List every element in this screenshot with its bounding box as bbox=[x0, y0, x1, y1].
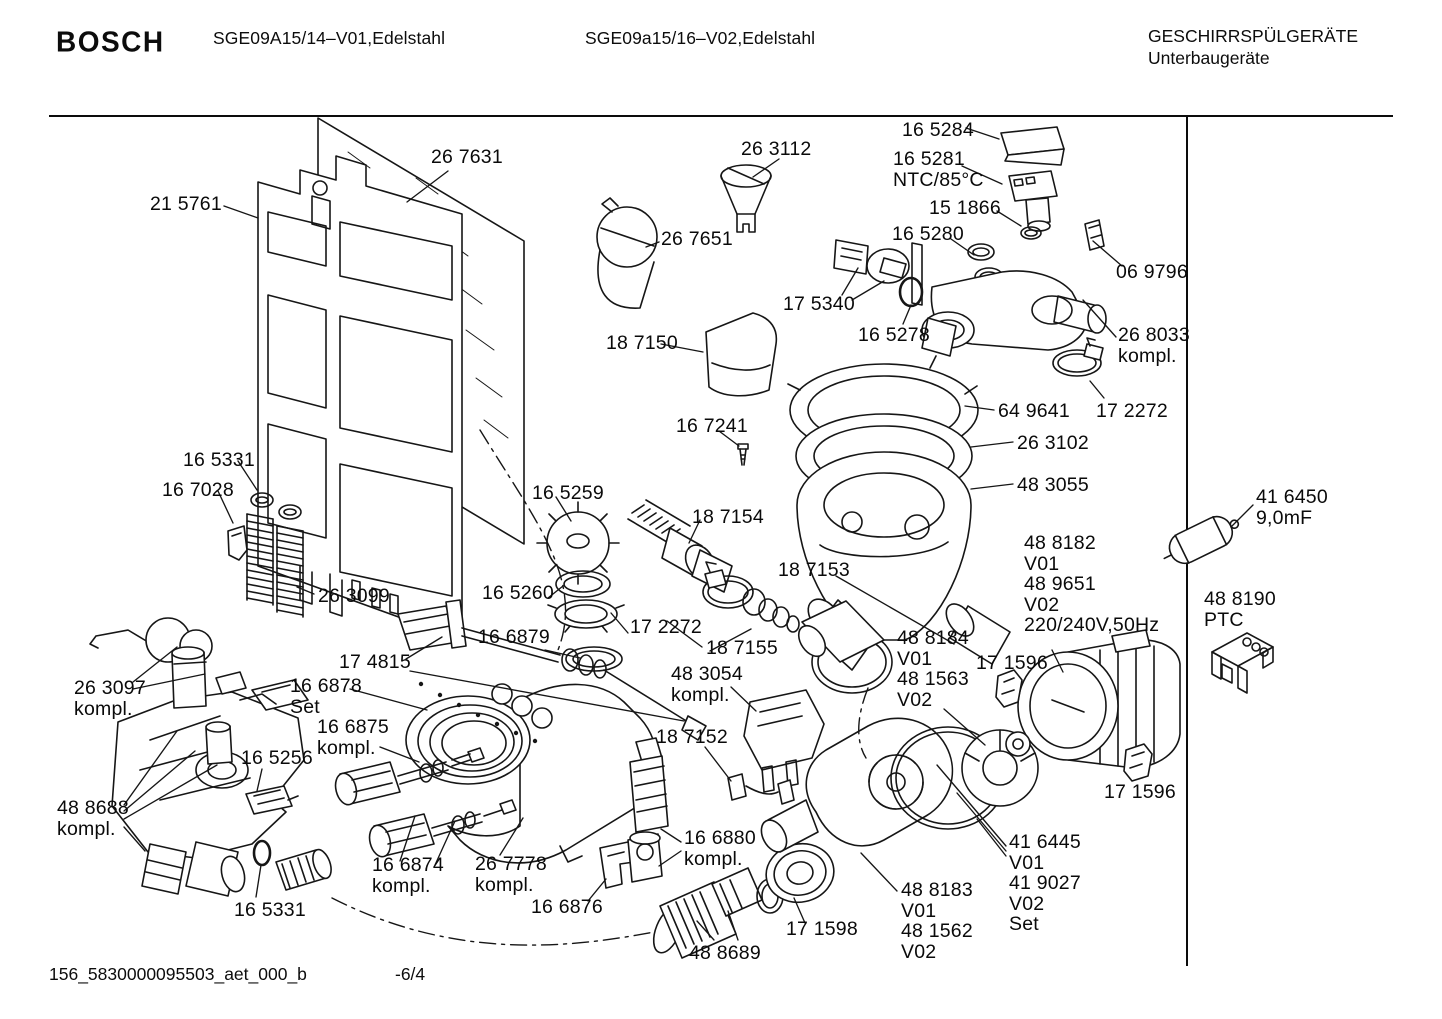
sketch-softener-container bbox=[405, 683, 658, 889]
sketch-salt-funnel-jug bbox=[596, 197, 658, 309]
part-label-18-7155: 18 7155 bbox=[706, 637, 778, 659]
part-label-41-6450: 41 6450 9,0mF bbox=[1256, 486, 1328, 529]
brand-logo: BOSCH bbox=[56, 25, 165, 58]
part-label-48-8190: 48 8190 PTC bbox=[1204, 588, 1276, 631]
sketch-valve-block bbox=[111, 691, 305, 897]
model-variant-left: SGE09A15/14–V01,Edelstahl bbox=[213, 28, 446, 48]
part-label-16-6879: 16 6879 bbox=[478, 626, 550, 648]
part-label-17-2272-left: 17 2272 bbox=[630, 616, 702, 638]
sketch-heater-connector bbox=[727, 689, 825, 805]
part-label-16-7241: 16 7241 bbox=[676, 415, 748, 437]
category-title: GESCHIRRSPÜLGERÄTE Unterbaugeräte bbox=[1148, 26, 1358, 69]
part-label-26-3112: 26 3112 bbox=[741, 138, 812, 160]
sketch-solenoid-valves bbox=[334, 747, 517, 858]
part-label-16-6880: 16 6880 kompl. bbox=[684, 827, 756, 870]
assembly-lines bbox=[331, 429, 869, 946]
part-label-48-8184: 48 8184 V01 48 1563 V02 bbox=[897, 627, 969, 711]
part-label-16-5281: 16 5281 NTC/85°C bbox=[893, 148, 984, 191]
sketch-dosing-cylinders bbox=[627, 737, 669, 883]
document-id: 156_5830000095503_aet_000_b bbox=[49, 964, 307, 984]
page-indicator: -6/4 bbox=[395, 964, 426, 984]
part-label-16-5331-top: 16 5331 bbox=[183, 449, 255, 471]
part-label-26-3102: 26 3102 bbox=[1017, 432, 1089, 454]
part-label-48-3054: 48 3054 kompl. bbox=[671, 663, 743, 706]
sketch-hose-fitting bbox=[627, 499, 885, 663]
part-label-18-7152: 18 7152 bbox=[656, 726, 728, 748]
part-label-16-5280: 16 5280 bbox=[892, 223, 964, 245]
part-label-26-7651: 26 7651 bbox=[661, 228, 733, 250]
leader-lines bbox=[123, 127, 1254, 941]
category-line1: GESCHIRRSPÜLGERÄTE bbox=[1148, 26, 1359, 46]
sketch-ptc-bracket bbox=[1211, 632, 1274, 694]
sketch-fill-system bbox=[89, 617, 332, 891]
header-divider bbox=[49, 115, 1393, 117]
part-label-18-7153: 18 7153 bbox=[778, 559, 850, 581]
part-label-16-5331-bottom: 16 5331 bbox=[234, 899, 306, 921]
part-label-21-5761: 21 5761 bbox=[150, 193, 222, 215]
part-label-16-7028: 16 7028 bbox=[162, 479, 234, 501]
sketch-dosing-drive bbox=[397, 599, 707, 744]
part-label-16-6874: 16 6874 kompl. bbox=[372, 854, 444, 897]
part-label-26-7778: 26 7778 kompl. bbox=[475, 853, 547, 896]
sketch-heater-assembly bbox=[833, 126, 1107, 377]
part-label-48-8183: 48 8183 V01 48 1562 V02 bbox=[901, 879, 973, 963]
part-label-15-1866: 15 1866 bbox=[929, 197, 1001, 219]
sketch-screw bbox=[737, 443, 749, 466]
part-label-16-6875: 16 6875 kompl. bbox=[317, 716, 389, 759]
part-label-17-1596-top: 17 1596 bbox=[976, 652, 1048, 674]
part-label-48-3055: 48 3055 bbox=[1017, 474, 1089, 496]
part-label-26-8033: 26 8033 kompl. bbox=[1118, 324, 1190, 367]
part-label-26-3097: 26 3097 kompl. bbox=[74, 677, 146, 720]
part-label-06-9796: 06 9796 bbox=[1116, 261, 1188, 283]
part-label-16-5278: 16 5278 bbox=[858, 324, 930, 346]
part-label-48-8689: 48 8689 bbox=[689, 942, 761, 964]
part-label-17-5340: 17 5340 bbox=[783, 293, 855, 315]
part-label-48-8182: 48 8182 V01 48 9651 V02 220/240V,50Hz bbox=[1024, 532, 1160, 636]
category-line2: Unterbaugeräte bbox=[1148, 47, 1270, 68]
part-label-26-7631: 26 7631 bbox=[431, 146, 503, 168]
part-label-16-5260: 16 5260 bbox=[482, 582, 554, 604]
sketch-clamps bbox=[995, 669, 1153, 782]
sketch-shaft-seal bbox=[765, 842, 835, 904]
sketch-cover bbox=[705, 312, 778, 397]
section-divider bbox=[1186, 117, 1188, 966]
part-label-48-8688: 48 8688 kompl. bbox=[57, 797, 129, 840]
part-label-16-5256: 16 5256 bbox=[241, 747, 313, 769]
sketch-back-panel bbox=[317, 117, 525, 545]
sketch-capacitor bbox=[1163, 515, 1240, 565]
part-label-41-6445: 41 6445 V01 41 9027 V02 Set bbox=[1009, 831, 1081, 935]
part-label-17-4815: 17 4815 bbox=[339, 651, 411, 673]
sketch-springs bbox=[227, 492, 304, 618]
sketch-volute-set bbox=[890, 726, 1039, 830]
part-label-16-6876: 16 6876 bbox=[531, 896, 603, 918]
part-label-18-7150: 18 7150 bbox=[606, 332, 678, 354]
sketch-inner-door bbox=[257, 155, 463, 641]
model-variant-right: SGE09a15/16–V02,Edelstahl bbox=[585, 28, 816, 48]
sketch-pump-housing bbox=[760, 717, 954, 853]
part-label-17-1598: 17 1598 bbox=[786, 918, 858, 940]
part-label-17-2272-right: 17 2272 bbox=[1096, 400, 1168, 422]
part-label-18-7154: 18 7154 bbox=[692, 506, 764, 528]
sketch-funnel bbox=[720, 164, 772, 233]
sketch-motor bbox=[1005, 629, 1181, 769]
part-label-64-9641: 64 9641 bbox=[998, 400, 1070, 422]
part-label-26-3099: 26 3099 bbox=[318, 585, 390, 607]
sketch-drain-hose bbox=[652, 867, 784, 959]
part-label-16-6878: 16 6878 Set bbox=[290, 675, 362, 718]
part-label-16-5259: 16 5259 bbox=[532, 482, 604, 504]
sketch-softener-cap bbox=[536, 501, 625, 672]
part-label-17-1596-bottom: 17 1596 bbox=[1104, 781, 1176, 803]
part-label-16-5284: 16 5284 bbox=[902, 119, 974, 141]
sketch-sump-assembly bbox=[787, 355, 1011, 694]
